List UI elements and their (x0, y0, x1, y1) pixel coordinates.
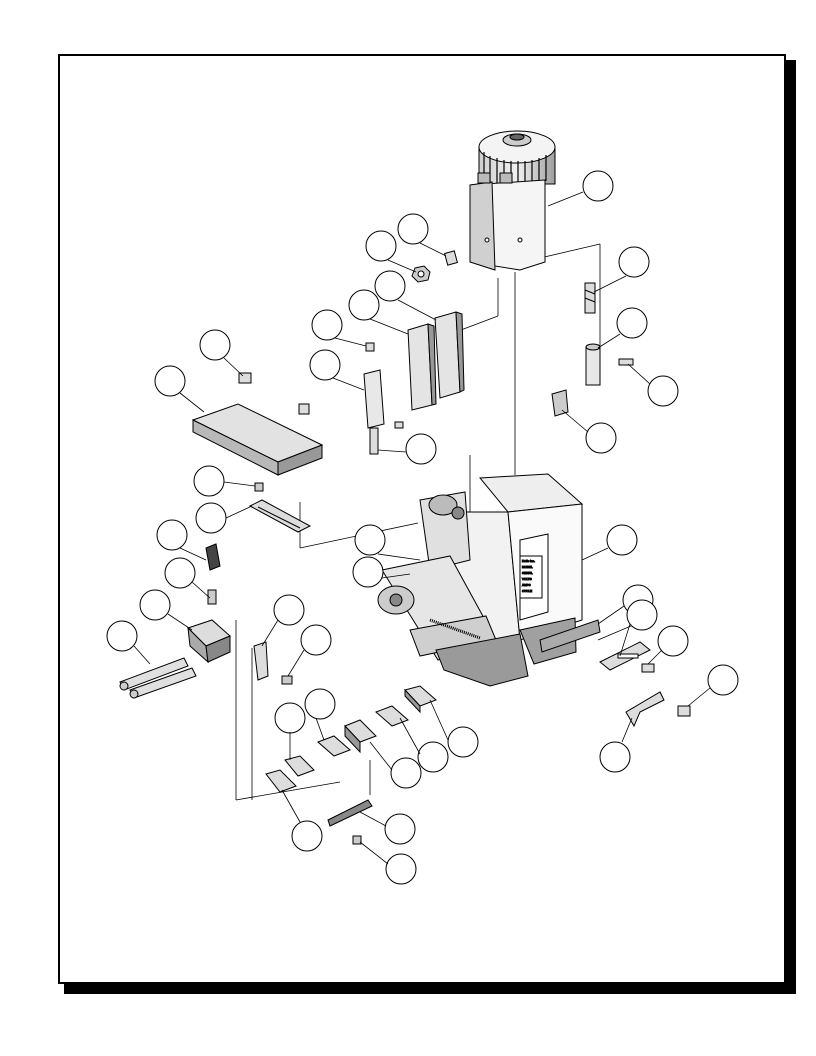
main-base-body: Hollis Inc. MODEL SERIAL VOLTS AMPS CYCL… (377, 473, 601, 687)
plate-volts: VOLTS (522, 577, 532, 581)
spring-plunger (551, 282, 634, 417)
cover-plate (191, 372, 324, 476)
plate-amps: AMPS (522, 583, 531, 587)
plate-model: MODEL (522, 565, 533, 569)
nut-and-screw (411, 250, 458, 283)
guide-bar (363, 342, 404, 455)
plate-brand: Hollis Inc. (522, 559, 535, 563)
jaw-blocks (265, 685, 437, 845)
callout-leaders (133, 191, 711, 865)
motor-assembly (469, 130, 556, 271)
clamp-assembly (119, 543, 293, 699)
right-bracket (599, 641, 691, 728)
plate-serial: SERIAL (522, 571, 533, 575)
drawing-frame (58, 54, 786, 984)
callout-balloons (106, 170, 739, 885)
slotted-bar (248, 482, 312, 533)
plate-cycle: CYCLE (522, 589, 532, 593)
guide-plates (407, 311, 465, 411)
